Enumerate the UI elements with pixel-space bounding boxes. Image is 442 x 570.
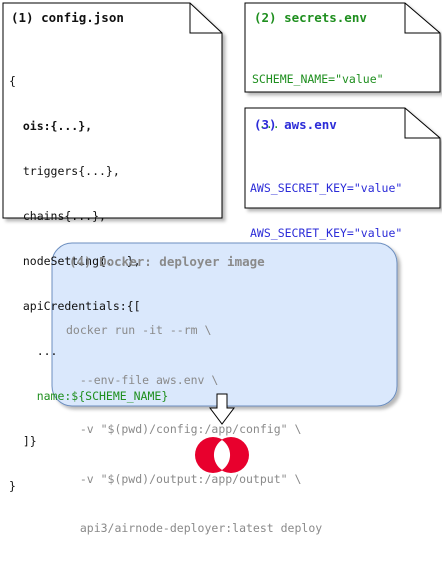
command-line: -v "$(pwd)/output:/app/output" \ — [66, 471, 302, 486]
deployment-diagram: (1) config.json { ois:{...}, triggers{..… — [2, 2, 441, 535]
code-line: AWS_SECRET_KEY="value" — [250, 226, 403, 240]
code-line: ois:{...}, — [9, 119, 93, 133]
code-line: } — [9, 479, 16, 493]
config-title: (1) config.json — [11, 10, 124, 25]
code-line: name:${SCHEME_NAME} — [9, 389, 169, 403]
command-line: --env-file aws.env \ — [66, 372, 219, 387]
secrets-card — [244, 2, 441, 93]
down-arrow-icon — [209, 393, 235, 425]
code-line: SCHEME_NAME="value" — [252, 72, 384, 86]
code-line: ... — [252, 117, 280, 131]
config-code: { ois:{...}, triggers{...}, chains{...},… — [9, 44, 168, 524]
code-line: triggers{...}, — [9, 164, 120, 178]
api3-logo-icon — [195, 437, 249, 473]
docker-title: (4) Docker: deployer image — [69, 254, 265, 269]
code-line: chains{...}, — [9, 209, 106, 223]
command-line: docker run -it --rm \ — [66, 323, 212, 337]
code-line: nodeSetting{...}, — [9, 254, 141, 268]
secrets-title: (2) secrets.env — [254, 10, 367, 25]
aws-code: AWS_SECRET_KEY="value" AWS_SECRET_KEY="v… — [250, 151, 402, 271]
secrets-code: SCHEME_NAME="value" ... — [252, 42, 384, 162]
command-line: -v "$(pwd)/config:/app/config" \ — [66, 422, 302, 436]
code-line: { — [9, 74, 16, 88]
code-line: AWS_SECRET_KEY="value" — [250, 181, 403, 195]
code-line: ]} — [9, 434, 37, 448]
config-card — [2, 2, 223, 219]
code-line: ... — [9, 344, 58, 358]
aws-title: (3) aws.env — [254, 117, 337, 132]
command-line: api3/airnode-deployer:latest deploy — [66, 521, 323, 535]
diagram-shapes — [2, 2, 441, 473]
aws-card — [244, 107, 441, 209]
code-line: apiCredentials:{[ — [9, 299, 141, 313]
docker-command: docker run -it --rm \ --env-file aws.env… — [66, 289, 322, 570]
